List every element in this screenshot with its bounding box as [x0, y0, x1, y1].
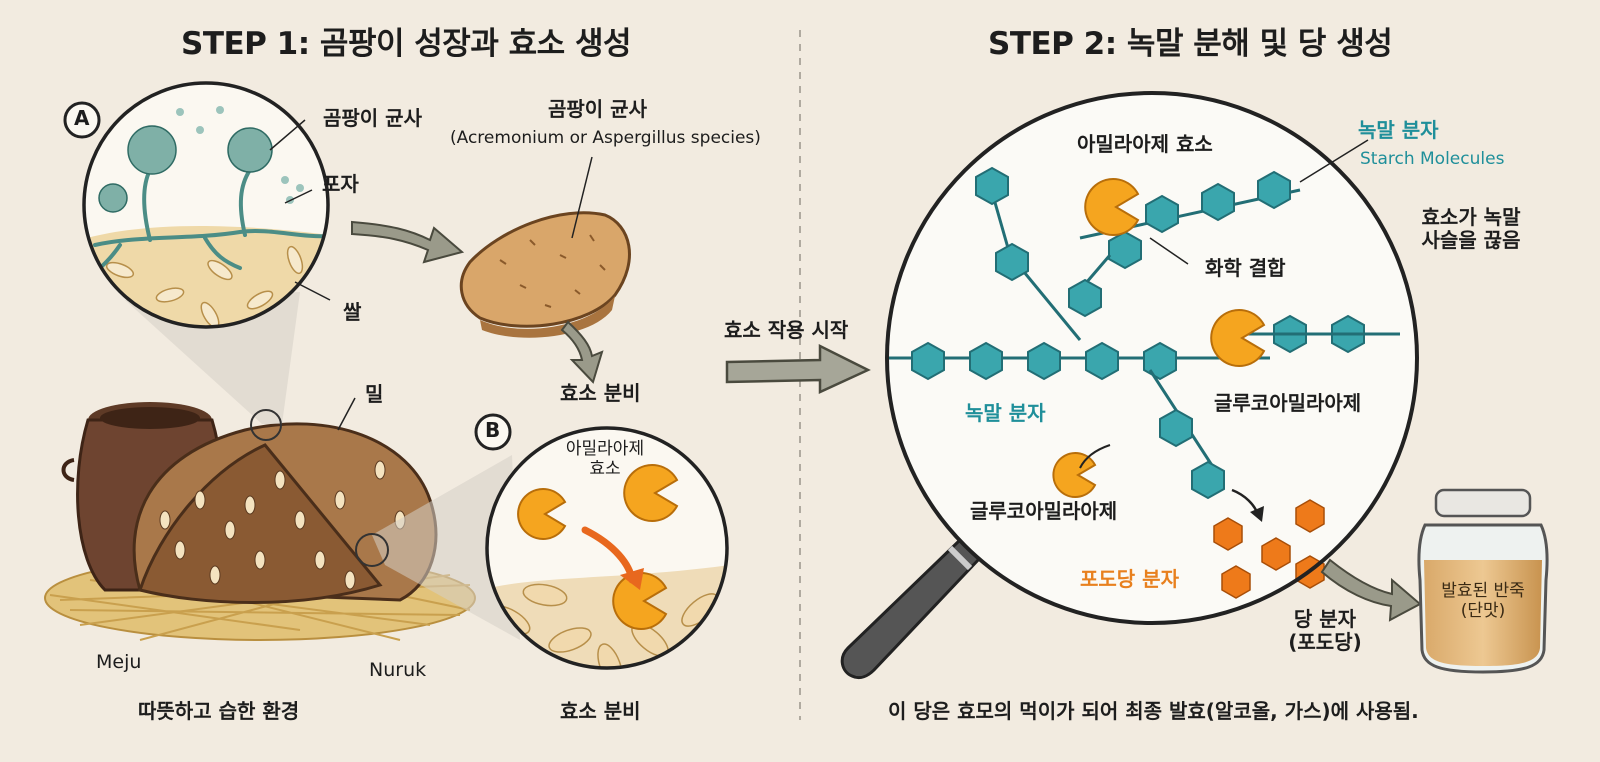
- secretion-mid-label: 효소 분비: [560, 382, 641, 405]
- mold-species-label: (Acremonium or Aspergillus species): [450, 129, 761, 149]
- wheat-label: 밀: [365, 383, 383, 406]
- secretion-bottom-label: 효소 분비: [560, 700, 641, 723]
- spores-label: 포자: [322, 173, 359, 196]
- mold-hyphae-label: 곰팡이 균사: [323, 107, 422, 130]
- sugar-label-line1: 당 분자: [1270, 608, 1380, 631]
- arrow-block-down: [562, 322, 602, 382]
- cuts-label: 효소가 녹말 사슬을 끊음: [1396, 206, 1546, 252]
- amylase-label: 아밀라아제 효소: [545, 440, 665, 479]
- sugar-label: 당 분자 (포도당): [1270, 608, 1380, 654]
- badge-a-label: A: [74, 107, 89, 130]
- magnifier-lens: [885, 93, 1417, 623]
- transition-label: 효소 작용 시작: [724, 319, 848, 342]
- arrow-a-to-block: [352, 222, 462, 262]
- jar-label: 발효된 반죽 (단맛): [1427, 582, 1539, 621]
- step2-title: STEP 2: 녹말 분해 및 당 생성: [988, 27, 1392, 63]
- arrow-transition: [727, 346, 868, 392]
- meju-label: Meju: [96, 652, 141, 674]
- glucoamylase-right-label: 글루코아밀라아제: [1214, 392, 1361, 415]
- amylase-enzyme-label: 아밀라아제 효소: [1077, 133, 1213, 156]
- amylase-label-line1: 아밀라아제: [545, 440, 665, 460]
- chemical-bond-label: 화학 결합: [1205, 257, 1286, 280]
- sugar-label-line2: (포도당): [1270, 631, 1380, 654]
- rice-label: 쌀: [343, 301, 361, 324]
- nuruk-label: Nuruk: [369, 660, 426, 682]
- environment-label: 따뜻하고 습한 환경: [138, 700, 299, 723]
- mold-name-label: 곰팡이 균사: [548, 98, 647, 121]
- magnifier-handle: [842, 540, 980, 678]
- glucose-label: 포도당 분자: [1080, 568, 1179, 591]
- jar-label-line2: (단맛): [1427, 602, 1539, 622]
- glucoamylase-left-label: 글루코아밀라아제: [970, 500, 1117, 523]
- starch-label-kr: 녹말 분자: [1358, 119, 1439, 142]
- amylase-label-line2: 효소: [545, 460, 665, 480]
- starch-inner-label: 녹말 분자: [965, 402, 1046, 425]
- step1-title: STEP 1: 곰팡이 성장과 효소 생성: [181, 27, 631, 63]
- cuts-label-line1: 효소가 녹말: [1396, 206, 1546, 229]
- footer-note: 이 당은 효모의 먹이가 되어 최종 발효(알코올, 가스)에 사용됨.: [888, 700, 1419, 723]
- nuruk-block: [461, 213, 629, 338]
- jar-label-line1: 발효된 반죽: [1427, 582, 1539, 602]
- cuts-label-line2: 사슬을 끊음: [1396, 229, 1546, 252]
- badge-b-label: B: [485, 419, 500, 442]
- starch-label-en: Starch Molecules: [1360, 150, 1504, 170]
